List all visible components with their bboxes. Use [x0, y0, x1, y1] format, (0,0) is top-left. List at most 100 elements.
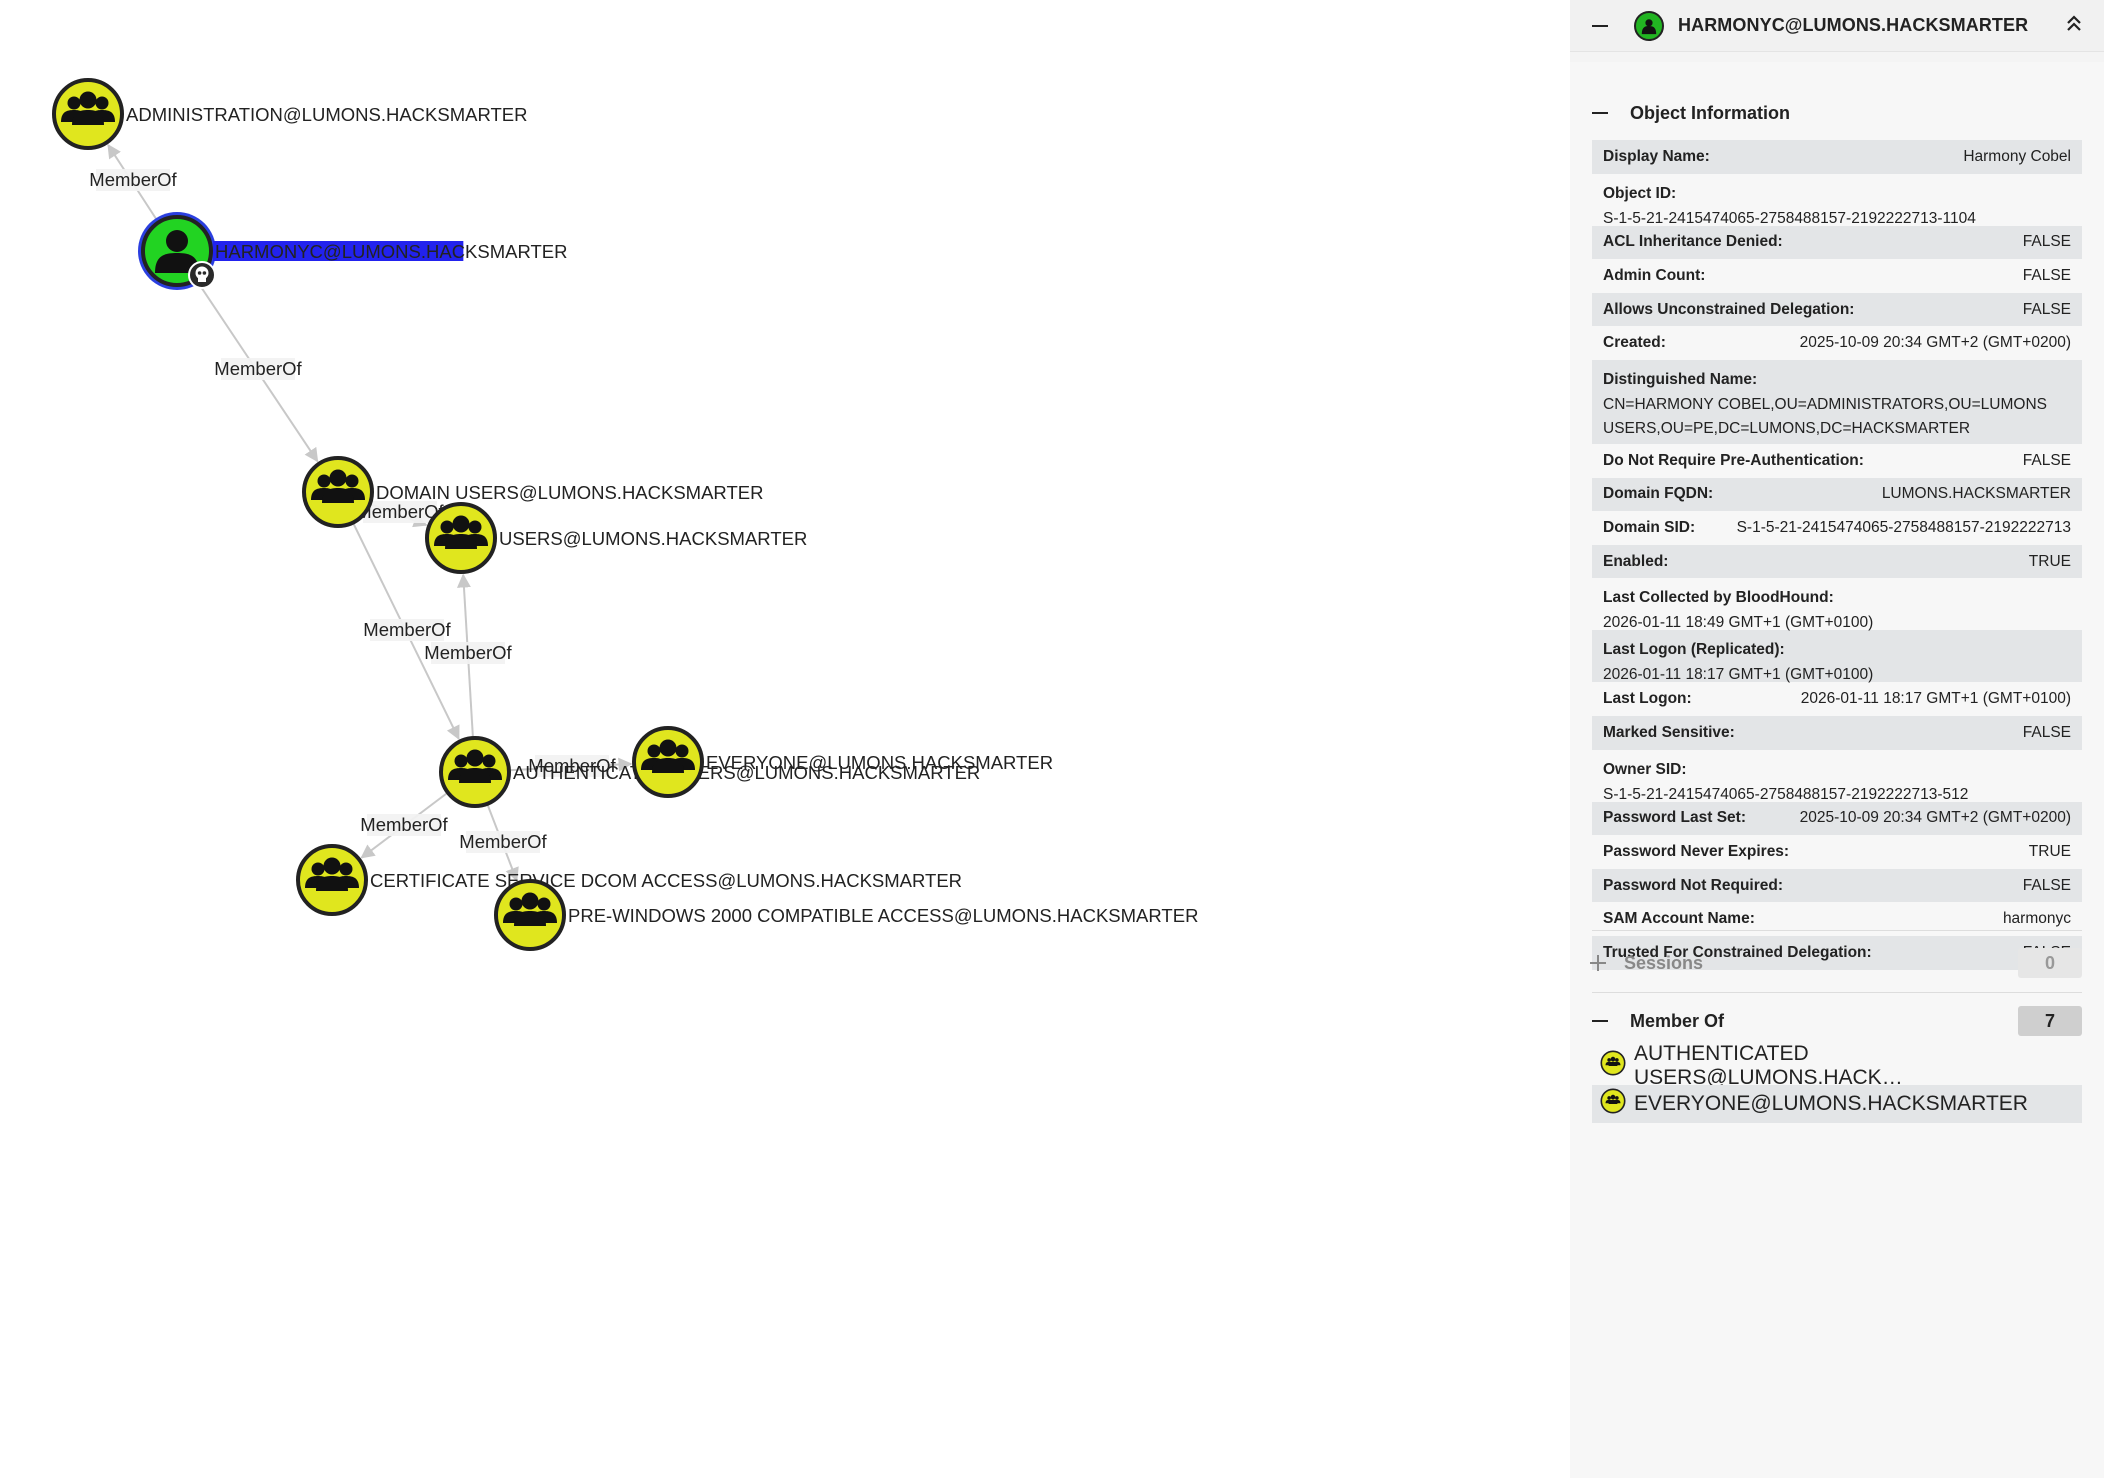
section-title-object-information: Object Information [1630, 102, 1791, 123]
property-value: 2025-10-09 20:34 GMT+2 (GMT+0200) [1799, 334, 2071, 352]
graph-node-harmony[interactable] [138, 212, 216, 290]
property-key: Password Last Set: [1603, 809, 1746, 827]
property-value: FALSE [2022, 266, 2071, 284]
property-value: FALSE [2022, 723, 2071, 741]
property-key: Enabled: [1603, 552, 1669, 570]
property-key: Admin Count: [1603, 266, 1706, 284]
property-key: Object ID: [1603, 184, 1677, 202]
edge-label-text: MemberOf [214, 358, 302, 379]
property-value: TRUE [2028, 552, 2071, 570]
property-value: S-1-5-21-2415474065-2758488157-219222271… [1603, 785, 1969, 803]
property-value: S-1-5-21-2415474065-2758488157-219222271… [1603, 209, 1976, 227]
property-row: Enabled: TRUE [1592, 544, 2082, 579]
edge-label[interactable]: MemberOf [89, 169, 178, 191]
edge-label[interactable]: MemberOf [363, 619, 452, 641]
property-value: CN=HARMONY COBEL,OU=ADMINISTRATORS,OU=LU… [1603, 395, 2047, 437]
property-row: SAM Account Name:harmonyc [1592, 902, 2082, 936]
property-key: Distinguished Name: [1603, 370, 1758, 388]
graph-node-authusers[interactable] [439, 736, 511, 808]
graph-node-certsvc[interactable] [296, 844, 368, 916]
edge-label-text: MemberOf [360, 814, 448, 835]
edge-label-bg [370, 619, 444, 641]
node-label-authusers[interactable]: AUTHENTICATED USERS@LUMONS.HACKSMARTER [513, 762, 980, 783]
collapse-panel-icon[interactable] [1592, 24, 1608, 27]
edge-label[interactable]: MemberOf [360, 814, 449, 836]
member-of-item-label: AUTHENTICATED USERS@LUMONS.HACK… [1634, 1042, 1903, 1089]
property-value: FALSE [2022, 451, 2071, 469]
graph-node-admin[interactable] [52, 78, 124, 150]
node-label-harmony[interactable]: HARMONYC@LUMONS.HACKSMARTER [215, 241, 568, 262]
property-row: Domain SID:S-1-5-21-2415474065-275848815… [1592, 511, 2082, 545]
edge-label[interactable]: MemberOf [424, 642, 513, 664]
property-row: Password Not Required: FALSE [1592, 868, 2082, 903]
property-value: 2025-10-09 20:34 GMT+2 (GMT+0200) [1799, 809, 2071, 827]
property-row: Marked Sensitive: FALSE [1592, 715, 2082, 750]
edge-label[interactable]: MemberOf [528, 755, 617, 777]
object-information-header[interactable]: Object Information [1570, 98, 2104, 128]
sessions-header[interactable]: Sessions 0 [1570, 948, 2104, 978]
node-label-prewin[interactable]: PRE-WINDOWS 2000 COMPATIBLE ACCESS@LUMON… [568, 905, 1198, 926]
property-key: Marked Sensitive: [1603, 723, 1735, 741]
property-row: Last Collected by BloodHound:2026-01-11 … [1592, 578, 2082, 631]
property-row: Last Logon:2026-01-11 18:17 GMT+1 (GMT+0… [1592, 682, 2082, 716]
property-key: Last Logon (Replicated): [1603, 641, 1785, 659]
node-label-users[interactable]: USERS@LUMONS.HACKSMARTER [499, 528, 807, 549]
collapse-section-icon[interactable] [1592, 1020, 1608, 1022]
edge-label-bg [431, 642, 505, 664]
member-of-header[interactable]: Member Of 7 [1570, 1006, 2104, 1036]
edge-label[interactable]: MemberOf [459, 831, 548, 853]
property-row: Password Last Set: 2025-10-09 20:34 GMT+2… [1592, 801, 2082, 836]
member-of-item[interactable]: AUTHENTICATED USERS@LUMONS.HACK… [1592, 1042, 2082, 1089]
property-value: LUMONS.HACKSMARTER [1881, 485, 2071, 503]
property-key: Owner SID: [1603, 760, 1687, 778]
property-row: Owner SID: S-1-5-21-2415474065-2758488157… [1592, 750, 2082, 803]
section-divider [1592, 992, 2082, 993]
edge-label-text: MemberOf [356, 501, 444, 522]
property-value: TRUE [2028, 842, 2071, 860]
edge-label-bg [367, 814, 441, 836]
graph-node-domainusers[interactable] [302, 456, 374, 528]
property-row: Display Name:Harmony Cobel [1592, 140, 2082, 174]
double-chevron-up-icon[interactable] [2064, 14, 2084, 39]
node-label-certsvc[interactable]: CERTIFICATE SERVICE DCOM ACCESS@LUMONS.H… [370, 870, 962, 891]
graph-node-users[interactable] [425, 502, 497, 574]
edge-label-bg [96, 169, 170, 191]
panel-card: Object Information Display Name:Harmony … [1570, 62, 2104, 1478]
graph-canvas[interactable]: MemberOfMemberOfMemberOfMemberOfMemberOf… [0, 0, 1560, 1478]
property-key: Password Never Expires: [1603, 842, 1790, 860]
graph-node-everyone[interactable] [632, 726, 704, 798]
property-key: Created: [1603, 334, 1666, 352]
property-row: Domain FQDN: LUMONS.HACKSMARTER [1592, 477, 2082, 512]
property-key: Last Collected by BloodHound: [1603, 589, 1834, 607]
edge-label[interactable]: MemberOf [356, 501, 445, 523]
skull-icon [188, 261, 216, 289]
property-row: Admin Count: FALSE [1592, 259, 2082, 293]
property-value: FALSE [2022, 876, 2071, 894]
member-of-item[interactable]: EVERYONE@LUMONS.HACKSMARTER [1592, 1085, 2082, 1123]
property-row: Object ID: S-1-5-21-2415474065-2758488157… [1592, 174, 2082, 227]
nodes-layer: ADMINISTRATION@LUMONS.HACKSMARTER HARMONY… [52, 78, 1198, 951]
user-icon [1634, 10, 1664, 41]
property-row: Created: 2025-10-09 20:34 GMT+2 (GMT+0200… [1592, 326, 2082, 360]
edge-labels-layer: MemberOfMemberOfMemberOfMemberOfMemberOf… [89, 169, 617, 853]
node-label-everyone[interactable]: EVERYONE@LUMONS.HACKSMARTER [706, 752, 1053, 773]
plus-icon[interactable] [1590, 955, 1606, 971]
node-label-domainusers[interactable]: DOMAIN USERS@LUMONS.HACKSMARTER [376, 482, 763, 503]
edge-label-text: MemberOf [363, 619, 451, 640]
property-value: FALSE [2022, 300, 2071, 318]
property-key: Domain FQDN: [1603, 485, 1714, 503]
property-row: Password Never Expires: TRUE [1592, 835, 2082, 869]
property-value: S-1-5-21-2415474065-2758488157-219222271… [1736, 518, 2071, 536]
property-row: Distinguished Name: CN=HARMONY COBEL,OU=A… [1592, 359, 2082, 444]
group-icon [1600, 1050, 1626, 1082]
collapse-section-icon[interactable] [1592, 112, 1608, 114]
node-label-admin[interactable]: ADMINISTRATION@LUMONS.HACKSMARTER [126, 104, 528, 125]
edge-label-text: MemberOf [528, 755, 616, 776]
section-title-sessions: Sessions [1624, 952, 1704, 973]
sessions-count-badge: 0 [2018, 948, 2082, 978]
graph-node-prewin[interactable] [494, 879, 566, 951]
property-key: Password Not Required: [1603, 876, 1783, 894]
entity-panel: HARMONYC@LUMONS.HACKSMARTER Object Infor… [1570, 0, 2104, 1478]
edge-label[interactable]: MemberOf [214, 358, 303, 380]
user-icon [155, 230, 199, 273]
